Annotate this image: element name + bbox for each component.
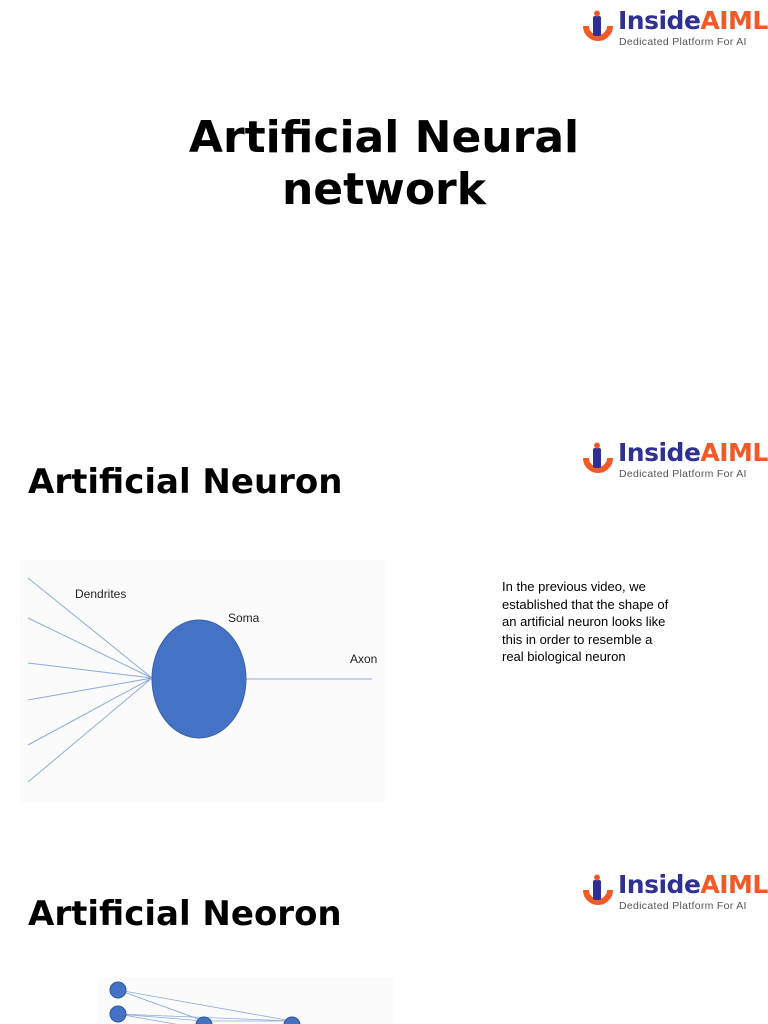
slide-description: In the previous video, we established th… xyxy=(502,579,669,664)
soma-body xyxy=(151,619,247,739)
logo-tagline: Dedicated Platform For AI xyxy=(619,36,747,48)
insideaiml-logo-icon xyxy=(583,10,613,41)
insideaiml-logo: InsideAIML Dedicated Platform For AI xyxy=(578,438,768,486)
connection-line xyxy=(117,989,293,1022)
input-node xyxy=(109,1005,127,1023)
slide-title: Artificial Neoron xyxy=(28,894,342,934)
connection-line xyxy=(117,1013,177,1024)
slide-1: InsideAIML Dedicated Platform For AI Art… xyxy=(0,0,768,432)
dendrite-line xyxy=(27,617,153,679)
axon-label: Axon xyxy=(350,652,377,666)
hidden-node xyxy=(195,1016,213,1024)
title-line-2: network xyxy=(281,164,487,215)
insideaiml-logo-icon xyxy=(583,442,613,473)
logo-tagline: Dedicated Platform For AI xyxy=(619,468,747,480)
slide-title: Artificial Neuron xyxy=(28,462,343,502)
logo-brand: InsideAIML xyxy=(618,6,768,35)
insideaiml-logo: InsideAIML Dedicated Platform For AI xyxy=(578,6,768,54)
dendrite-line xyxy=(27,677,153,701)
dendrite-line xyxy=(27,662,153,679)
page-title: Artificial Neural network xyxy=(0,112,768,216)
dendrite-line xyxy=(27,577,153,679)
logo-brand: InsideAIML xyxy=(618,438,768,467)
hidden-node xyxy=(283,1016,301,1024)
slide-2: InsideAIML Dedicated Platform For AI Art… xyxy=(0,432,768,864)
insideaiml-logo-icon xyxy=(583,874,613,905)
logo-brand: InsideAIML xyxy=(618,870,768,899)
soma-label: Soma xyxy=(228,611,260,625)
logo-tagline: Dedicated Platform For AI xyxy=(619,900,747,912)
insideaiml-logo: InsideAIML Dedicated Platform For AI xyxy=(578,870,768,918)
dendrite-line xyxy=(27,677,153,783)
neural-network-diagram xyxy=(98,977,394,1024)
title-line-1: Artificial Neural xyxy=(188,112,580,163)
dendrite-line xyxy=(27,677,153,746)
connection-line xyxy=(117,1013,205,1022)
dendrites-label: Dendrites xyxy=(75,587,126,601)
input-node xyxy=(109,981,127,999)
slide-3: InsideAIML Dedicated Platform For AI Art… xyxy=(0,864,768,1024)
neuron-diagram: Dendrites Soma Axon xyxy=(20,560,385,802)
connection-line xyxy=(117,989,214,1024)
dendrite-lines xyxy=(27,577,153,783)
